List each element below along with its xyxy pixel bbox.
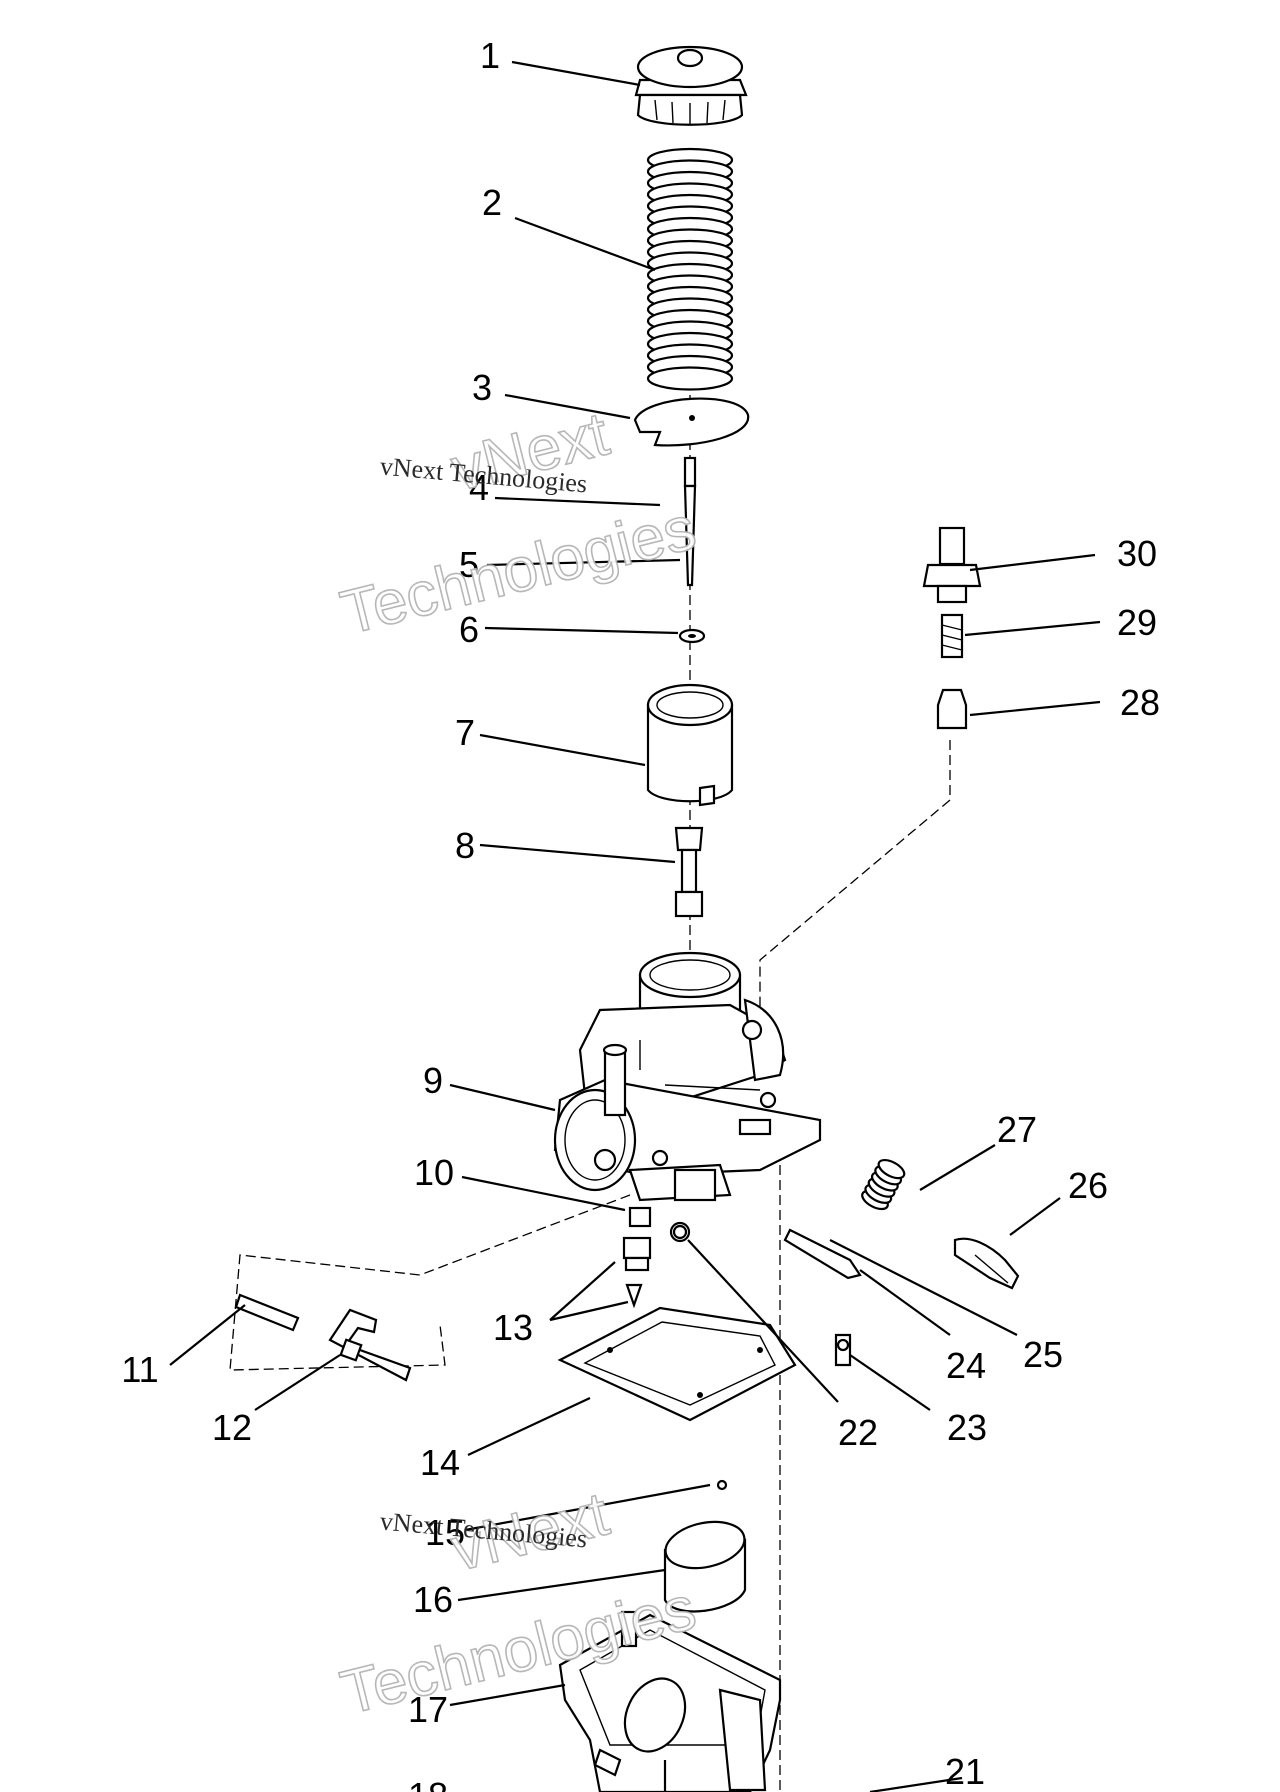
part-6-clip — [678, 628, 706, 644]
callout-8: 8 — [455, 825, 475, 866]
part-9-carburetor-body — [553, 951, 822, 1202]
part-8-screw — [674, 826, 704, 918]
callout-13: 13 — [493, 1307, 533, 1348]
callout-15: 15 — [425, 1512, 465, 1553]
callout-7: 7 — [455, 712, 475, 753]
part-7-throttle-valve — [646, 683, 734, 807]
part-29-spring — [940, 613, 964, 659]
spring-coil — [877, 1158, 906, 1180]
part-17-float-bowl — [558, 1610, 782, 1792]
part-27-spring — [861, 1158, 906, 1211]
callout-21: 21 — [945, 1751, 985, 1792]
callout-17: 17 — [408, 1689, 448, 1730]
callout-10: 10 — [414, 1152, 454, 1193]
callout-3: 3 — [472, 367, 492, 408]
spring-coil — [646, 366, 734, 391]
part-3-plate — [633, 397, 750, 447]
callout-27: 27 — [997, 1109, 1037, 1150]
callout-1: 1 — [480, 35, 500, 76]
part-1-cap — [634, 45, 748, 126]
callout-18: 18 — [408, 1775, 448, 1792]
part-28-needle-seat — [936, 688, 968, 730]
part-26-adjust-screw — [953, 1237, 1020, 1290]
callout-30: 30 — [1117, 533, 1157, 574]
callout-9: 9 — [423, 1060, 443, 1101]
watermark-word: Technologies — [334, 494, 702, 649]
callout-2: 2 — [482, 182, 502, 223]
part-30-fitting — [922, 526, 982, 604]
callout-12: 12 — [212, 1407, 252, 1448]
part-16-float — [663, 1520, 747, 1613]
callout-24: 24 — [946, 1345, 986, 1386]
leader-lines — [169, 60, 1101, 1792]
callout-25: 25 — [1023, 1334, 1063, 1375]
part-4-5-needle — [683, 456, 697, 587]
callout-labels: 1 2 3 4 5 6 7 8 9 10 11 12 13 14 15 16 1… — [121, 35, 1160, 1792]
callout-22: 22 — [838, 1412, 878, 1453]
part-14-gasket — [557, 1306, 797, 1422]
callout-28: 28 — [1120, 682, 1160, 723]
callout-5: 5 — [459, 544, 479, 585]
part-2-spring — [646, 147, 734, 391]
callout-29: 29 — [1117, 602, 1157, 643]
callout-26: 26 — [1068, 1165, 1108, 1206]
part-15-pin — [716, 1479, 728, 1491]
callout-16: 16 — [413, 1579, 453, 1620]
callout-23: 23 — [947, 1407, 987, 1448]
part-22-23-fittings — [672, 1224, 852, 1367]
part-24-screw — [783, 1228, 862, 1280]
watermark-top: vNext Technologies vNext Technologies — [334, 399, 703, 649]
callout-4: 4 — [469, 467, 489, 508]
part-11-12-choke-plunger — [234, 1293, 412, 1382]
part-10-13-jets — [622, 1206, 691, 1309]
callout-11: 11 — [121, 1349, 158, 1390]
callout-14: 14 — [420, 1442, 460, 1483]
callout-6: 6 — [459, 609, 479, 650]
